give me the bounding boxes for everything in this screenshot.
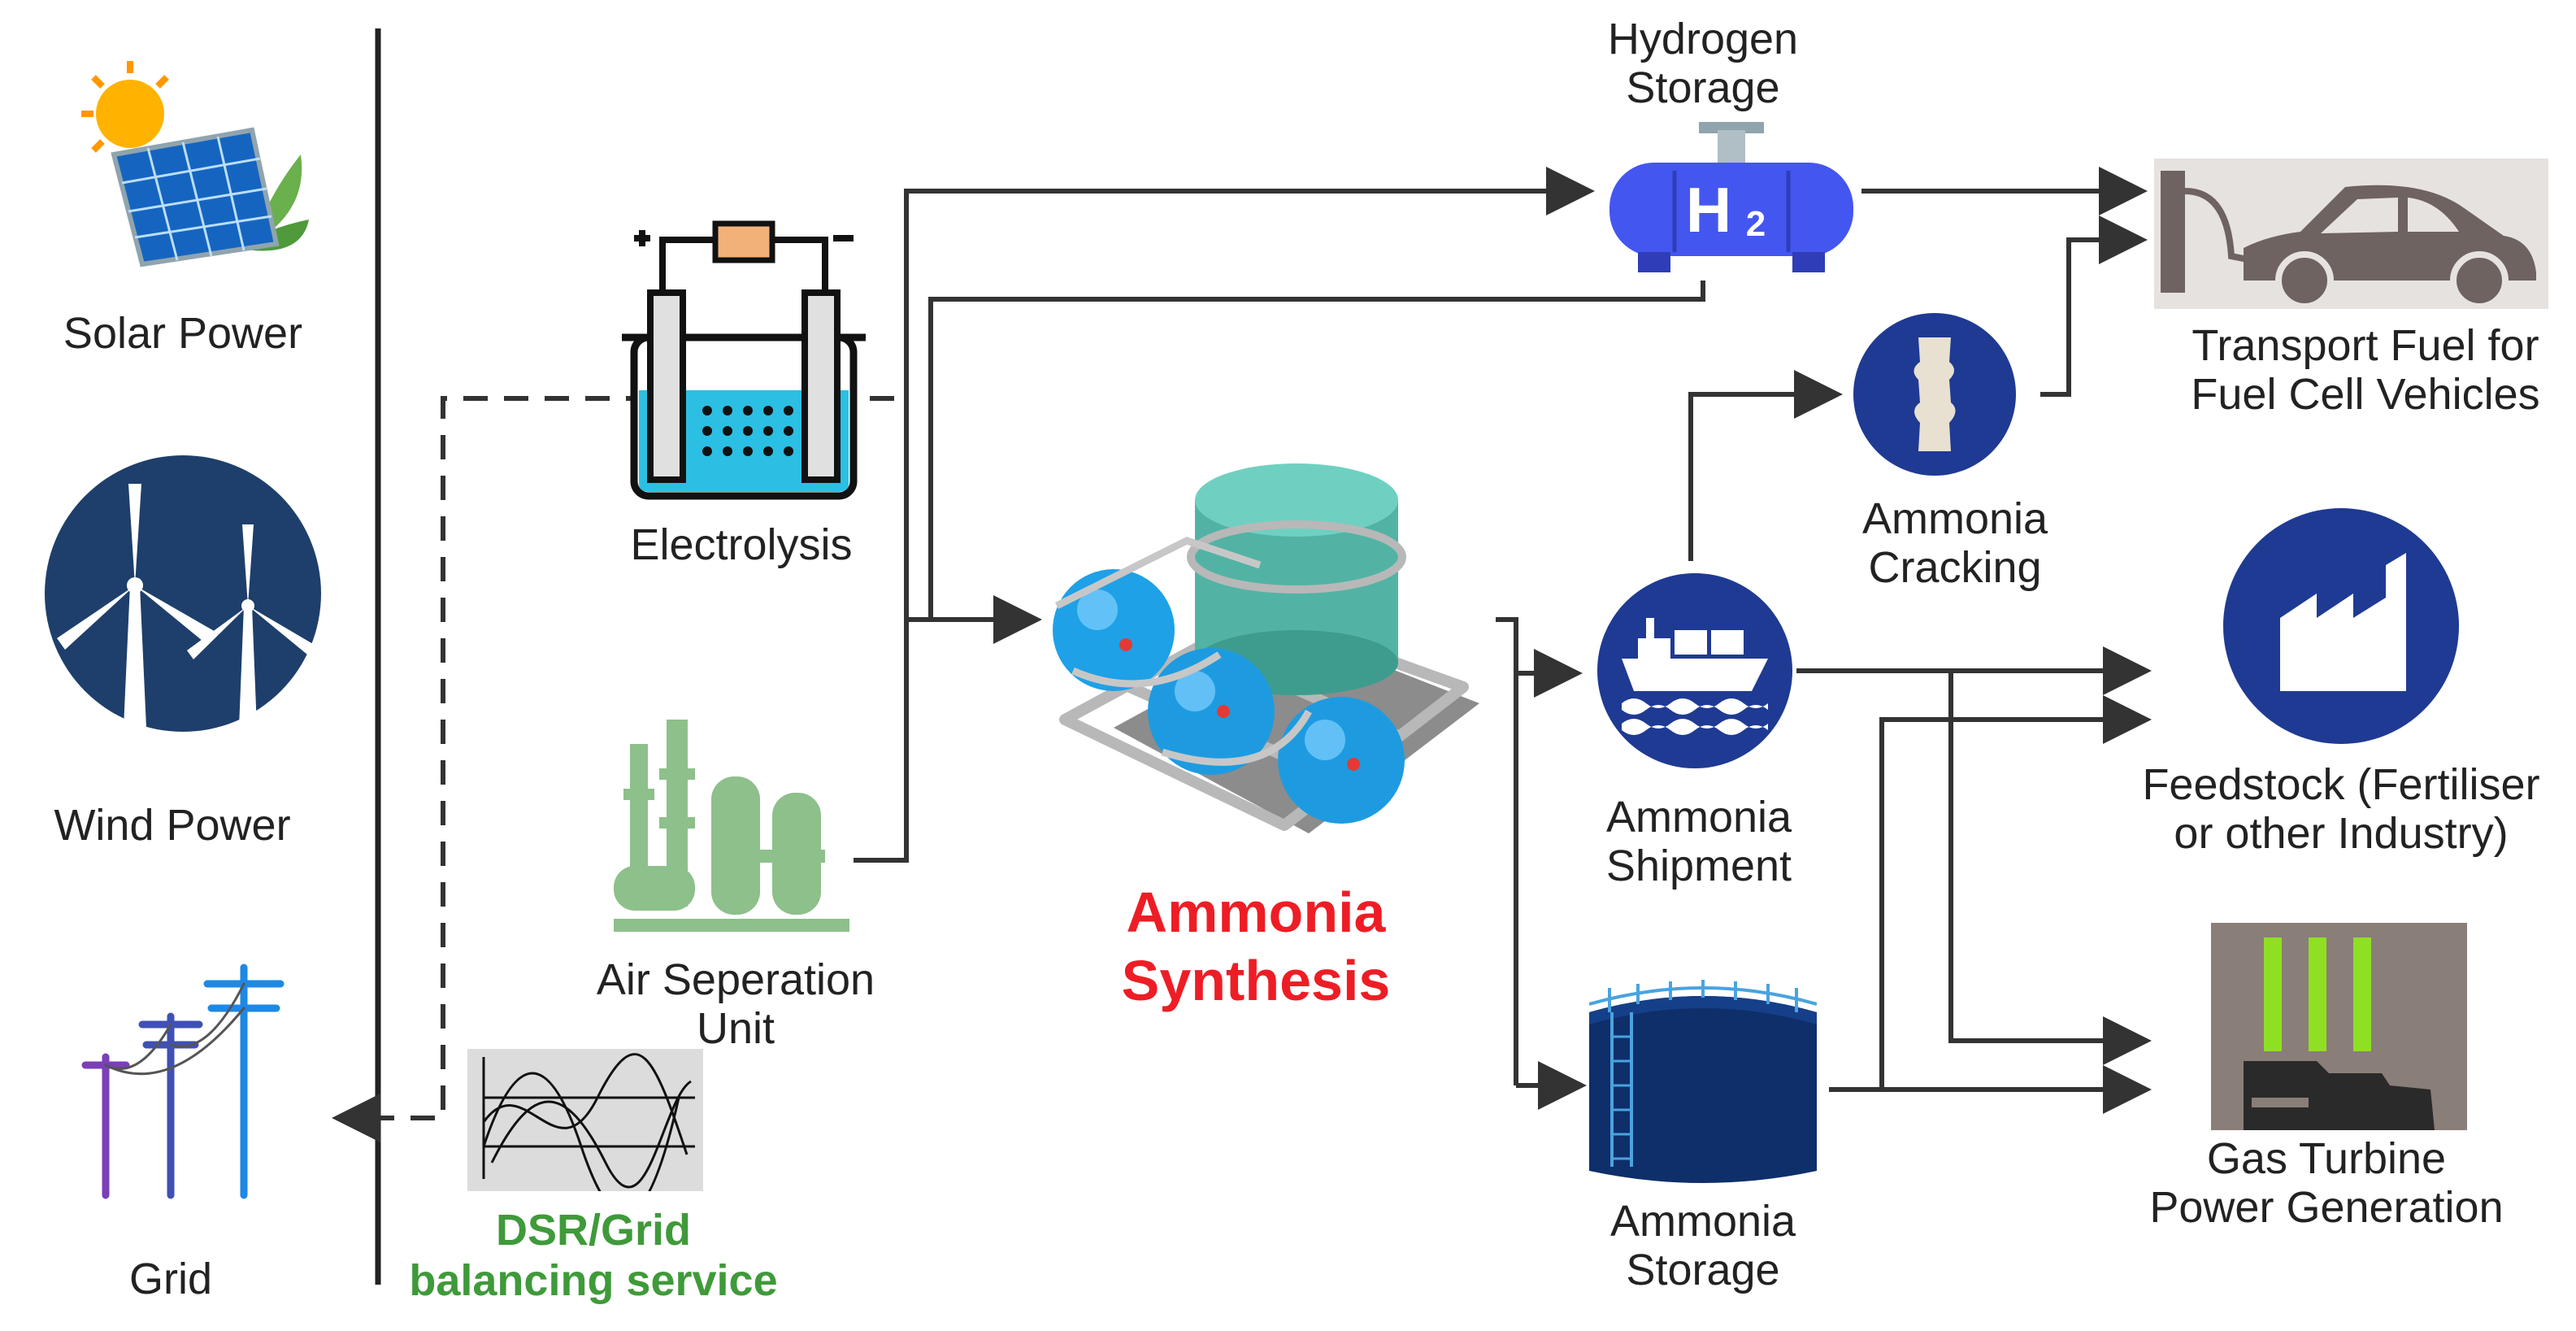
shipment-label: Ammonia Shipment bbox=[1605, 793, 1792, 890]
hydrogen-tank-icon: H 2 bbox=[1609, 122, 1853, 272]
solar-panel-icon bbox=[81, 61, 309, 268]
dsr-waveform-icon bbox=[467, 1049, 703, 1191]
factory-feedstock-icon bbox=[2223, 508, 2459, 744]
hydrogen-return-line bbox=[928, 281, 1705, 622]
dsr-label: DSR/Grid balancing service bbox=[409, 1206, 778, 1305]
wind-label: Wind Power bbox=[54, 801, 291, 850]
storage-to-feedstock-arrow bbox=[1879, 695, 2152, 1090]
ammonia-storage-tank-icon bbox=[1589, 980, 1817, 1183]
h2-subscript: 2 bbox=[1746, 204, 1766, 244]
power-grid-icon bbox=[81, 963, 285, 1199]
turbine-label: Gas Turbine Power Generation bbox=[2149, 1134, 2504, 1232]
shipment-to-cracking-arrow bbox=[1688, 370, 1843, 561]
solar-label: Solar Power bbox=[63, 309, 303, 358]
air-separation-unit-icon bbox=[614, 720, 849, 932]
electrolysis-to-hydrogen-arrow bbox=[904, 167, 1595, 622]
ammonia-storage-label: Ammonia Storage bbox=[1609, 1197, 1796, 1294]
transport-label: Transport Fuel for Fuel Cell Vehicles bbox=[2191, 321, 2540, 419]
hydrogen-storage-label: Hydrogen Storage bbox=[1607, 15, 1799, 112]
shipment-to-turbine-arrow bbox=[1948, 671, 2152, 1065]
electrolysis-icon bbox=[622, 220, 866, 500]
electrolysis-label: Electrolysis bbox=[630, 520, 853, 569]
grid-label: Grid bbox=[128, 1255, 213, 1303]
fuel-cell-car-icon bbox=[2154, 159, 2548, 309]
cracking-to-transport-arrow bbox=[2040, 215, 2148, 397]
h2-symbol: H bbox=[1686, 174, 1731, 246]
ammonia-shipment-icon bbox=[1597, 573, 1792, 768]
asu-to-collector-line bbox=[854, 618, 909, 863]
ammonia-cracking-icon bbox=[1853, 313, 2016, 476]
asu-label: Air Seperation Unit bbox=[596, 955, 875, 1053]
feedstock-label: Feedstock (Fertiliser or other Industry) bbox=[2142, 760, 2540, 858]
cracking-label: Ammonia Cracking bbox=[1861, 494, 2048, 592]
gas-turbine-icon bbox=[2211, 923, 2467, 1130]
ammonia-synthesis-plant-icon bbox=[1053, 463, 1479, 833]
ammonia-synthesis-label: Ammonia Synthesis bbox=[1121, 881, 1391, 1012]
synthesis-split-line bbox=[1496, 617, 1518, 1085]
wind-turbine-icon bbox=[45, 455, 321, 732]
